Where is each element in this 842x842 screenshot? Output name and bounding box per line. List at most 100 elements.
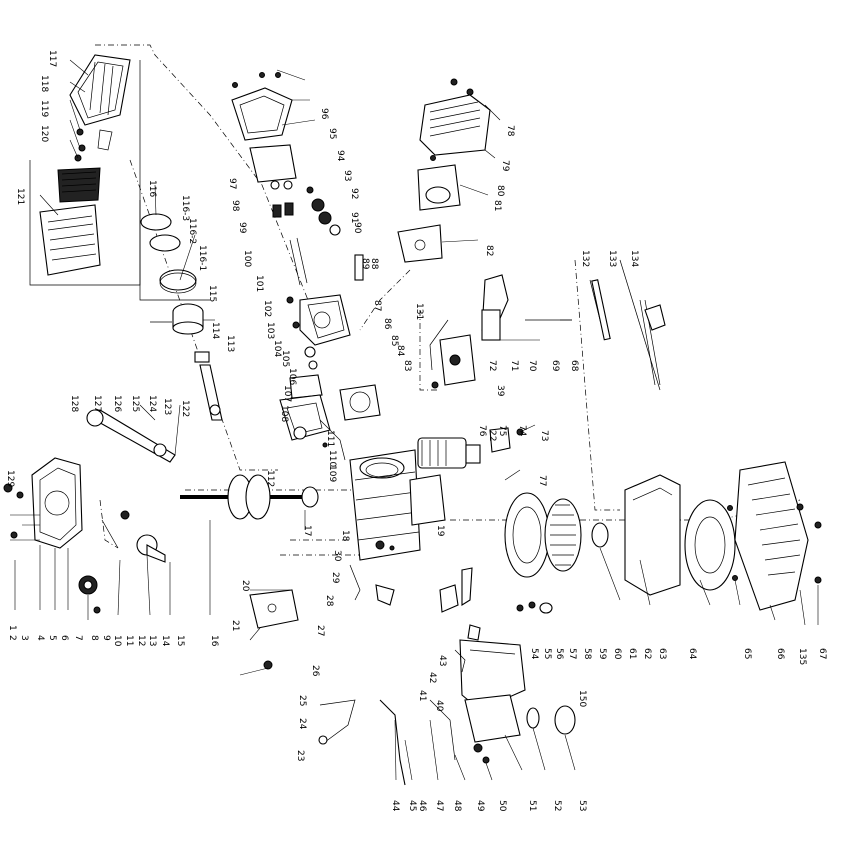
part-label-125: 125 [130,395,140,412]
part-label-14: 14 [160,635,170,647]
part-label-59: 59 [597,648,607,660]
part-label-94: 94 [335,150,345,162]
part-label-73: 73 [539,430,549,441]
ignition-group [397,78,572,389]
part-label-27: 27 [315,625,325,636]
part-label-19: 19 [435,525,445,537]
part-label-108: 108 [279,405,289,422]
part-label-52: 52 [552,800,562,811]
camshaft [86,409,176,463]
part-label-82: 82 [484,245,494,256]
part-label-57: 57 [567,648,577,659]
part-label-109: 109 [327,465,337,482]
cylinder-head-group [231,72,381,421]
part-label-111: 111 [325,430,335,447]
piston-group [139,200,210,335]
part-label-20: 20 [240,580,250,592]
part-label-133: 133 [607,250,617,267]
part-label-24: 24 [297,718,307,730]
part-label-70: 70 [527,360,537,372]
part-label-124: 124 [147,395,157,412]
part-label-41: 41 [417,690,427,701]
part-label-90: 90 [352,222,362,234]
part-label-29: 29 [330,572,340,584]
carburetor-group [279,374,346,461]
part-label-119: 119 [39,100,49,117]
part-label-4: 4 [35,635,45,641]
part-label-89: 89 [360,258,370,270]
part-label-9: 9 [101,635,111,641]
part-label-122: 122 [180,400,190,417]
part-label-105: 105 [280,350,290,367]
part-label-64: 64 [687,648,697,660]
part-label-101: 101 [254,275,264,292]
part-label-46: 46 [417,800,427,812]
lower-components [249,564,576,786]
part-label-7: 7 [73,635,83,641]
part-label-79: 79 [500,160,510,172]
part-label-40: 40 [434,700,444,712]
part-label-116: 116 [147,180,157,197]
part-label-26: 26 [310,665,320,677]
part-label-53: 53 [577,800,587,811]
part-label-50: 50 [497,800,507,812]
part-label-135: 135 [797,648,807,665]
part-label-112: 112 [265,470,275,487]
part-label-43: 43 [437,655,447,666]
fuel-lines [589,259,666,391]
part-label-28: 28 [324,595,334,607]
part-label-114: 114 [210,322,220,339]
part-label-76: 76 [477,425,487,437]
part-label-104: 104 [272,340,282,357]
part-label-65: 65 [742,648,752,659]
part-label-1: 1 [7,625,17,631]
part-label-86: 86 [382,318,392,330]
part-label-44: 44 [390,800,400,812]
part-label-88: 88 [369,258,379,270]
part-label-84: 84 [395,345,405,357]
part-label-6: 6 [59,635,69,641]
part-label-12: 12 [136,635,146,646]
part-label-56: 56 [554,648,564,660]
part-label-39: 39 [495,385,505,397]
governor-parts [78,510,166,614]
crankcase-cover [3,457,83,549]
part-label-77: 77 [537,475,547,486]
part-label-115: 115 [207,285,217,302]
part-label-58: 58 [582,648,592,660]
part-label-150: 150 [577,690,587,707]
part-label-113: 113 [225,335,235,352]
part-label-118: 118 [39,75,49,92]
air-filter-group [29,54,141,286]
part-label-67: 67 [817,648,827,659]
part-label-107: 107 [282,385,292,402]
part-label-45: 45 [407,800,417,811]
part-label-3: 3 [19,635,29,641]
part-label-81: 81 [492,200,502,211]
part-label-16: 16 [209,635,219,647]
part-label-69: 69 [550,360,560,372]
part-label-42: 42 [427,672,437,683]
part-label-100: 100 [242,250,252,267]
part-label-83: 83 [402,360,412,371]
part-label-116-1: 116-1 [197,245,207,271]
part-label-74: 74 [517,425,527,437]
part-label-66: 66 [775,648,785,660]
part-label-98: 98 [230,200,240,212]
flywheel-fan [504,461,822,611]
part-label-71: 71 [509,360,519,371]
part-label-116-3: 116-3 [180,195,190,221]
part-label-106: 106 [287,368,297,385]
part-label-129: 129 [5,470,15,487]
part-label-110: 110 [327,450,337,467]
part-label-25: 25 [297,695,307,706]
part-label-60: 60 [612,648,622,660]
part-label-55: 55 [542,648,552,659]
part-label-97: 97 [227,178,237,189]
part-label-15: 15 [175,635,185,646]
part-label-75: 75 [497,425,507,436]
leader-lines [14,59,819,781]
part-label-51: 51 [527,800,537,811]
